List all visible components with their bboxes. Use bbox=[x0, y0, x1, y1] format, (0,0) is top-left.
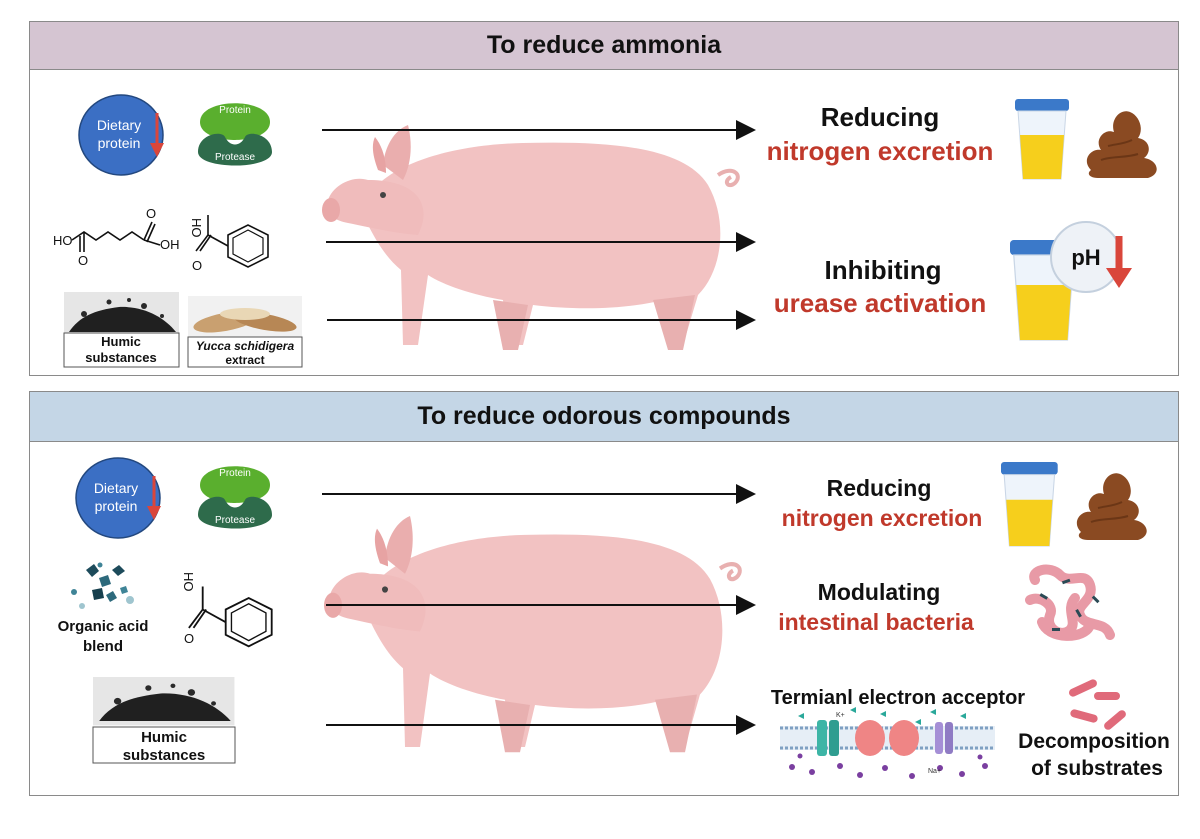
enzyme2-protease-label: Protease bbox=[215, 515, 255, 526]
urine-cup-icon-2 bbox=[1000, 461, 1059, 547]
bacteria-dots-icon bbox=[1039, 578, 1100, 631]
p1-outcome1-line1: Reducing bbox=[821, 102, 939, 132]
intestine-icon bbox=[1025, 564, 1115, 641]
membrane-icon: K+ Na+ bbox=[780, 707, 995, 779]
odor-panel-title: To reduce odorous compounds bbox=[30, 392, 1178, 442]
yucca-label-box bbox=[187, 336, 303, 368]
p1-outcome2-line2: urease activation bbox=[774, 288, 986, 318]
organic-line1: Organic acid bbox=[58, 618, 149, 635]
feces-icon bbox=[1085, 110, 1158, 179]
humic-line1: Humic bbox=[101, 334, 141, 349]
dietary-protein-line2: protein bbox=[98, 135, 141, 151]
organic-acid-particles-icon bbox=[71, 562, 134, 609]
benzoic-ho: HO bbox=[189, 218, 204, 238]
humic2-label-box bbox=[92, 726, 236, 764]
organic-line2: blend bbox=[83, 638, 123, 655]
ammonia-panel-title: To reduce ammonia bbox=[30, 22, 1178, 70]
p1-outcome1-line2: nitrogen excretion bbox=[767, 136, 994, 166]
adipic-oh: OH bbox=[160, 237, 180, 252]
p2-outcome1-line2: nitrogen excretion bbox=[782, 505, 983, 531]
ph-down-icon: pH bbox=[1050, 221, 1132, 293]
p2-outcome3-title: Termianl electron acceptor bbox=[771, 687, 1025, 709]
enzyme-protein-label: Protein bbox=[219, 105, 251, 116]
benzoic2-o: O bbox=[184, 631, 194, 646]
humic2-line1: Humic bbox=[141, 729, 187, 746]
humic-label-box bbox=[63, 332, 180, 368]
benzoic-acid-structure bbox=[195, 214, 269, 268]
adipic-o2: O bbox=[146, 206, 156, 221]
enzyme2-protein-label: Protein bbox=[219, 468, 251, 479]
enzyme-protease-label: Protease bbox=[215, 152, 255, 163]
bacteria-icon bbox=[1069, 679, 1126, 730]
ion-k-label: K+ bbox=[836, 712, 845, 719]
pig-illustration bbox=[320, 123, 740, 352]
dietary-protein2-line1: Dietary bbox=[94, 480, 138, 496]
protease-icon-2: Protein Protease bbox=[198, 466, 272, 529]
ph-label: pH bbox=[1071, 245, 1100, 270]
p2-outcome2-line2: intestinal bacteria bbox=[778, 609, 974, 635]
dietary-protein-icon: Dietary protein bbox=[78, 94, 164, 176]
dietary-protein-line1: Dietary bbox=[97, 117, 141, 133]
urine-cup-icon bbox=[1014, 98, 1070, 180]
adipic-ho: HO bbox=[53, 233, 73, 248]
feces-icon-2 bbox=[1075, 472, 1148, 541]
p2-outcome2-line1: Modulating bbox=[818, 579, 941, 605]
dietary-protein2-line2: protein bbox=[95, 498, 138, 514]
p1-outcome2-line1: Inhibiting bbox=[825, 255, 942, 285]
pig-illustration-2 bbox=[324, 516, 740, 752]
ion-na-label: Na+ bbox=[928, 768, 941, 775]
yucca-root-icon bbox=[188, 296, 302, 338]
humic-line2: substances bbox=[85, 350, 157, 365]
benzoic-acid-structure-2 bbox=[187, 585, 273, 648]
adipic-o1: O bbox=[78, 253, 88, 268]
p2-outcome3-side-line1: Decomposition bbox=[1018, 730, 1170, 753]
humic-pile-icon bbox=[64, 292, 179, 336]
humic2-line2: substances bbox=[123, 747, 206, 764]
humic-pile-icon-2 bbox=[93, 677, 235, 726]
protease-icon: Protein Protease bbox=[198, 103, 272, 166]
yucca-line2: extract bbox=[225, 353, 264, 367]
yucca-line1: Yucca schidigera bbox=[196, 339, 295, 353]
benzoic2-ho: HO bbox=[181, 572, 196, 592]
benzoic-o: O bbox=[192, 258, 202, 273]
p2-outcome3-side-line2: of substrates bbox=[1031, 757, 1163, 780]
p2-outcome1-line1: Reducing bbox=[827, 475, 932, 501]
dietary-protein-icon-2: Dietary protein bbox=[75, 457, 161, 539]
adipic-acid-structure bbox=[71, 221, 161, 252]
